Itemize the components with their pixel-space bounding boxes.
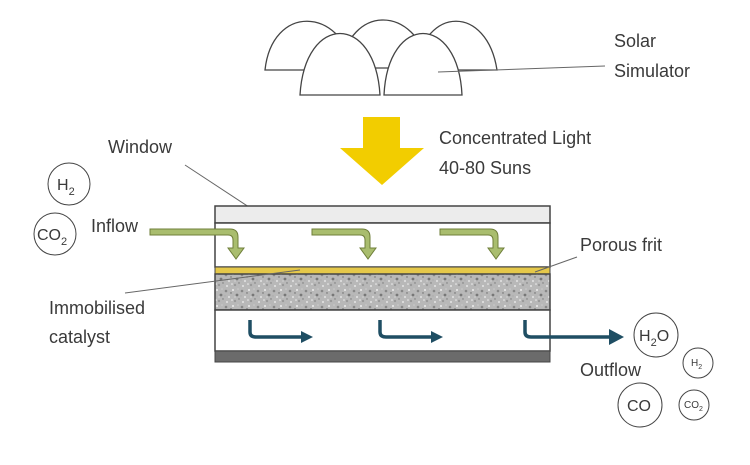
outflow-arrowhead-2 xyxy=(431,331,443,343)
porous-frit-label: Porous frit xyxy=(580,235,662,255)
window-label: Window xyxy=(108,137,173,157)
concentrated-light-arrow-icon xyxy=(340,117,424,185)
catalyst-bed xyxy=(214,273,551,311)
porous-frit-layer xyxy=(214,266,551,275)
reactor-bottom-chamber xyxy=(214,309,551,352)
molecule-co2-outflow: CO2 xyxy=(678,389,710,421)
inflow-arrow-3-icon xyxy=(439,228,505,260)
outflow-label: Outflow xyxy=(580,360,642,380)
concentrated-light-label-line1: Concentrated Light xyxy=(439,128,591,148)
lamp-dome-front-left xyxy=(299,32,381,96)
window-leader-line xyxy=(184,164,259,214)
solar-simulator-label-line1: Solar xyxy=(614,31,656,51)
molecule-h2-inflow: H2 xyxy=(47,162,91,206)
outflow-arrowhead-3 xyxy=(609,329,624,345)
catalyst-label-line2: catalyst xyxy=(49,327,110,347)
outflow-arrowheads xyxy=(301,329,624,345)
outflow-arrow-2-icon xyxy=(378,320,433,339)
outflow-arrowhead-1 xyxy=(301,331,313,343)
outflow-arrow-1-icon xyxy=(248,320,303,339)
svg-text:H2: H2 xyxy=(57,177,75,198)
solar-simulator-leader-line xyxy=(437,65,606,73)
reactor-window-layer xyxy=(214,205,551,224)
inflow-label: Inflow xyxy=(91,216,139,236)
reactor-base-plate xyxy=(214,350,551,363)
svg-text:CO2: CO2 xyxy=(37,227,67,248)
lamp-dome-front-right xyxy=(383,32,463,96)
inflow-arrow-1-icon xyxy=(149,228,245,260)
solar-simulator-lamps-icon xyxy=(264,19,498,96)
molecule-co-outflow: CO xyxy=(617,382,663,428)
inflow-arrow-2-icon xyxy=(311,228,377,260)
outflow-arrows xyxy=(248,320,613,339)
porous-frit-leader-line xyxy=(534,256,578,273)
concentrated-light-label-line2: 40-80 Suns xyxy=(439,158,531,178)
svg-text:CO: CO xyxy=(627,398,651,415)
molecule-co2-inflow: CO2 xyxy=(33,212,77,256)
solar-simulator-label-line2: Simulator xyxy=(614,61,690,81)
catalyst-leader-line xyxy=(124,269,301,294)
svg-text:CO2: CO2 xyxy=(684,400,703,413)
inflow-arrows xyxy=(149,228,505,260)
catalyst-label-line1: Immobilised xyxy=(49,298,145,318)
reactor-top-chamber xyxy=(214,222,551,268)
outflow-arrow-3-icon xyxy=(523,320,613,339)
svg-text:H2: H2 xyxy=(691,358,702,371)
reactor-cell xyxy=(214,205,551,363)
molecule-h2o-outflow: H2O xyxy=(633,312,679,358)
svg-text:H2O: H2O xyxy=(639,328,669,349)
molecule-h2-outflow: H2 xyxy=(682,347,714,379)
